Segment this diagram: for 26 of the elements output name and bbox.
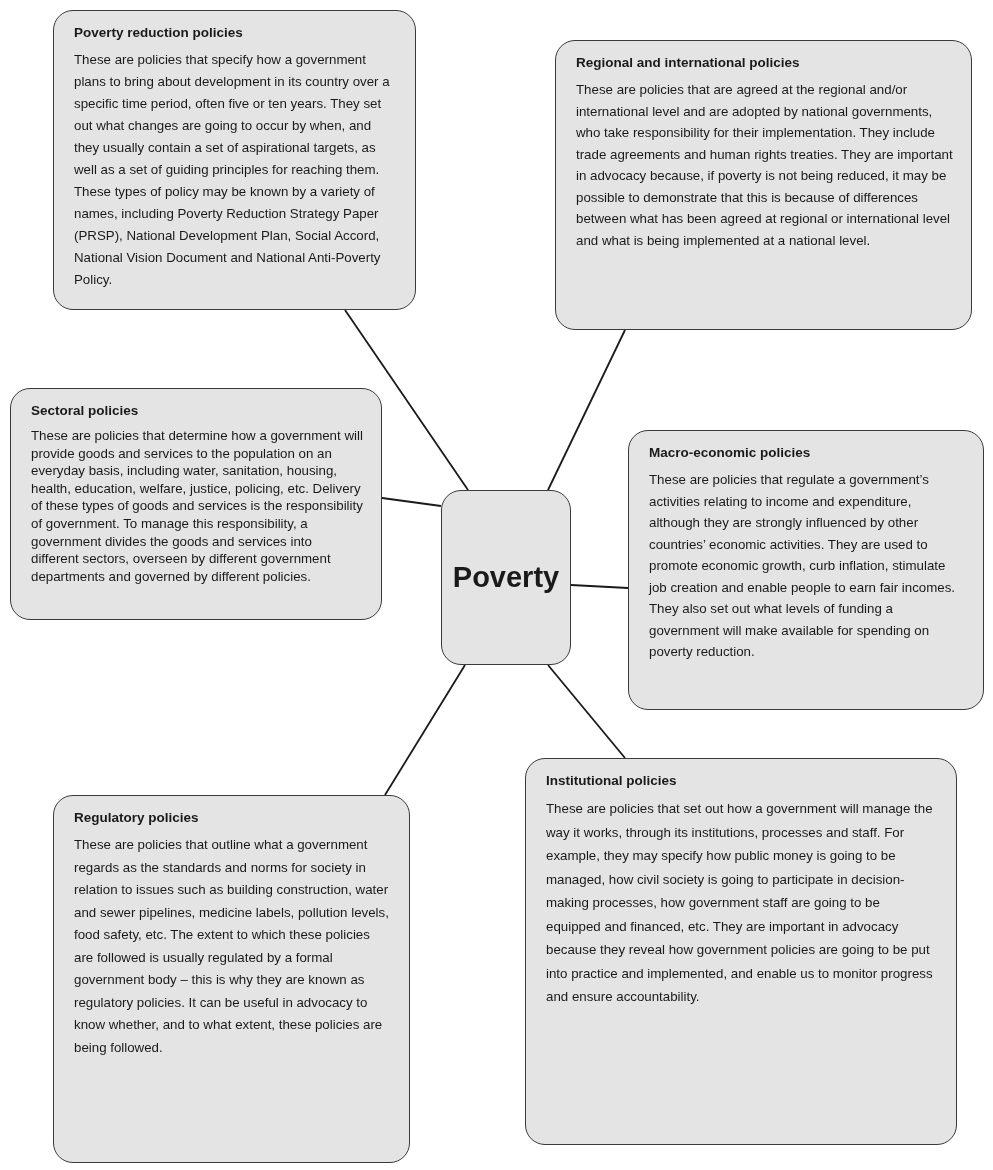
policy-description: These are policies that outline what a government regards as the standards and norms for society in relation to issues such as building construction, water and sewer pipelines, medicine labels, pollution levels, food safety, etc. The extent to which these policies are followed is usually regulated by a formal government body – this is why they are known as regulatory policies. It can be useful in advocacy to know whether, and to what extent, these policies are being followed. (74, 836, 390, 1057)
policy-box (525, 758, 957, 1145)
central-topic-text: Poverty (452, 561, 560, 594)
policy-description: These are policies that regulate a government’s activities relating to income and expenditure, although they are strongly influenced by other countries’ economic activities. They are used to promote economic growth, curb inflation, stimulate job creation and enable people to earn fair incomes. They also set out what levels of funding a government will make available for spending on poverty reduction. (649, 471, 957, 661)
connector-line (547, 329, 626, 491)
connector-line (570, 584, 629, 589)
policy-box (555, 40, 972, 330)
policy-heading: Regulatory policies (74, 810, 200, 825)
policy-heading: Institutional policies (546, 773, 678, 788)
policy-heading: Sectoral policies (31, 403, 140, 418)
policy-box (53, 795, 410, 1163)
policy-box (628, 430, 984, 710)
policy-box (53, 10, 416, 310)
policy-description: These are policies that determine how a government will provide goods and services to the population on an everyday basis, including water, sanitation, housing, health, education, welfare, justice, policing, etc. Delivery of these types of goods and services is the responsibility of government. To manage this responsibility, a government divides the goods and services into different sectors, overseen by different government departments and governed by different policies. (31, 427, 363, 586)
policy-description: These are policies that set out how a government will manage the way it works, through its institutions, processes and staff. For example, they may specify how public money is going to be managed, how civil society is going to participate in decision-making processes, how government staff are going to be equipped and financed, etc. They are important in advocacy because they reveal how government policies are going to be put into practice and implemented, and enable us to monitor progress and ensure accountability. (546, 800, 934, 1006)
policy-box (10, 388, 382, 620)
central-topic-box (441, 490, 571, 665)
connector-line (381, 497, 442, 507)
policy-heading: Regional and international policies (576, 55, 801, 70)
connector-line (547, 664, 626, 759)
policy-heading: Poverty reduction policies (74, 25, 244, 40)
policy-description: These are policies that are agreed at the regional and/or international level and are adopted by national governments, who take responsibility for their implementation. They include trade agreements and human rights treaties. They are important in advocacy because, if poverty is not being reduced, it may be possible to demonstrate that this is because of differences between what has been agreed at regional or international level and what is being implemented at a national level. (576, 81, 953, 250)
policy-description: These are policies that specify how a government plans to bring about development in its country over a specific time period, often five or ten years. They set out what changes are going to occur by when, and they usually contain a set of aspirational targets, as well as a set of guiding principles for reaching them. These types of policy may be known by a variety of names, including Poverty Reduction Strategy Paper (PRSP), National Development Plan, Social Accord, National Vision Document and National Anti-Poverty Policy. (74, 51, 391, 289)
connector-line (384, 664, 466, 796)
policy-heading: Macro-economic policies (649, 445, 812, 460)
connector-line (344, 309, 469, 491)
